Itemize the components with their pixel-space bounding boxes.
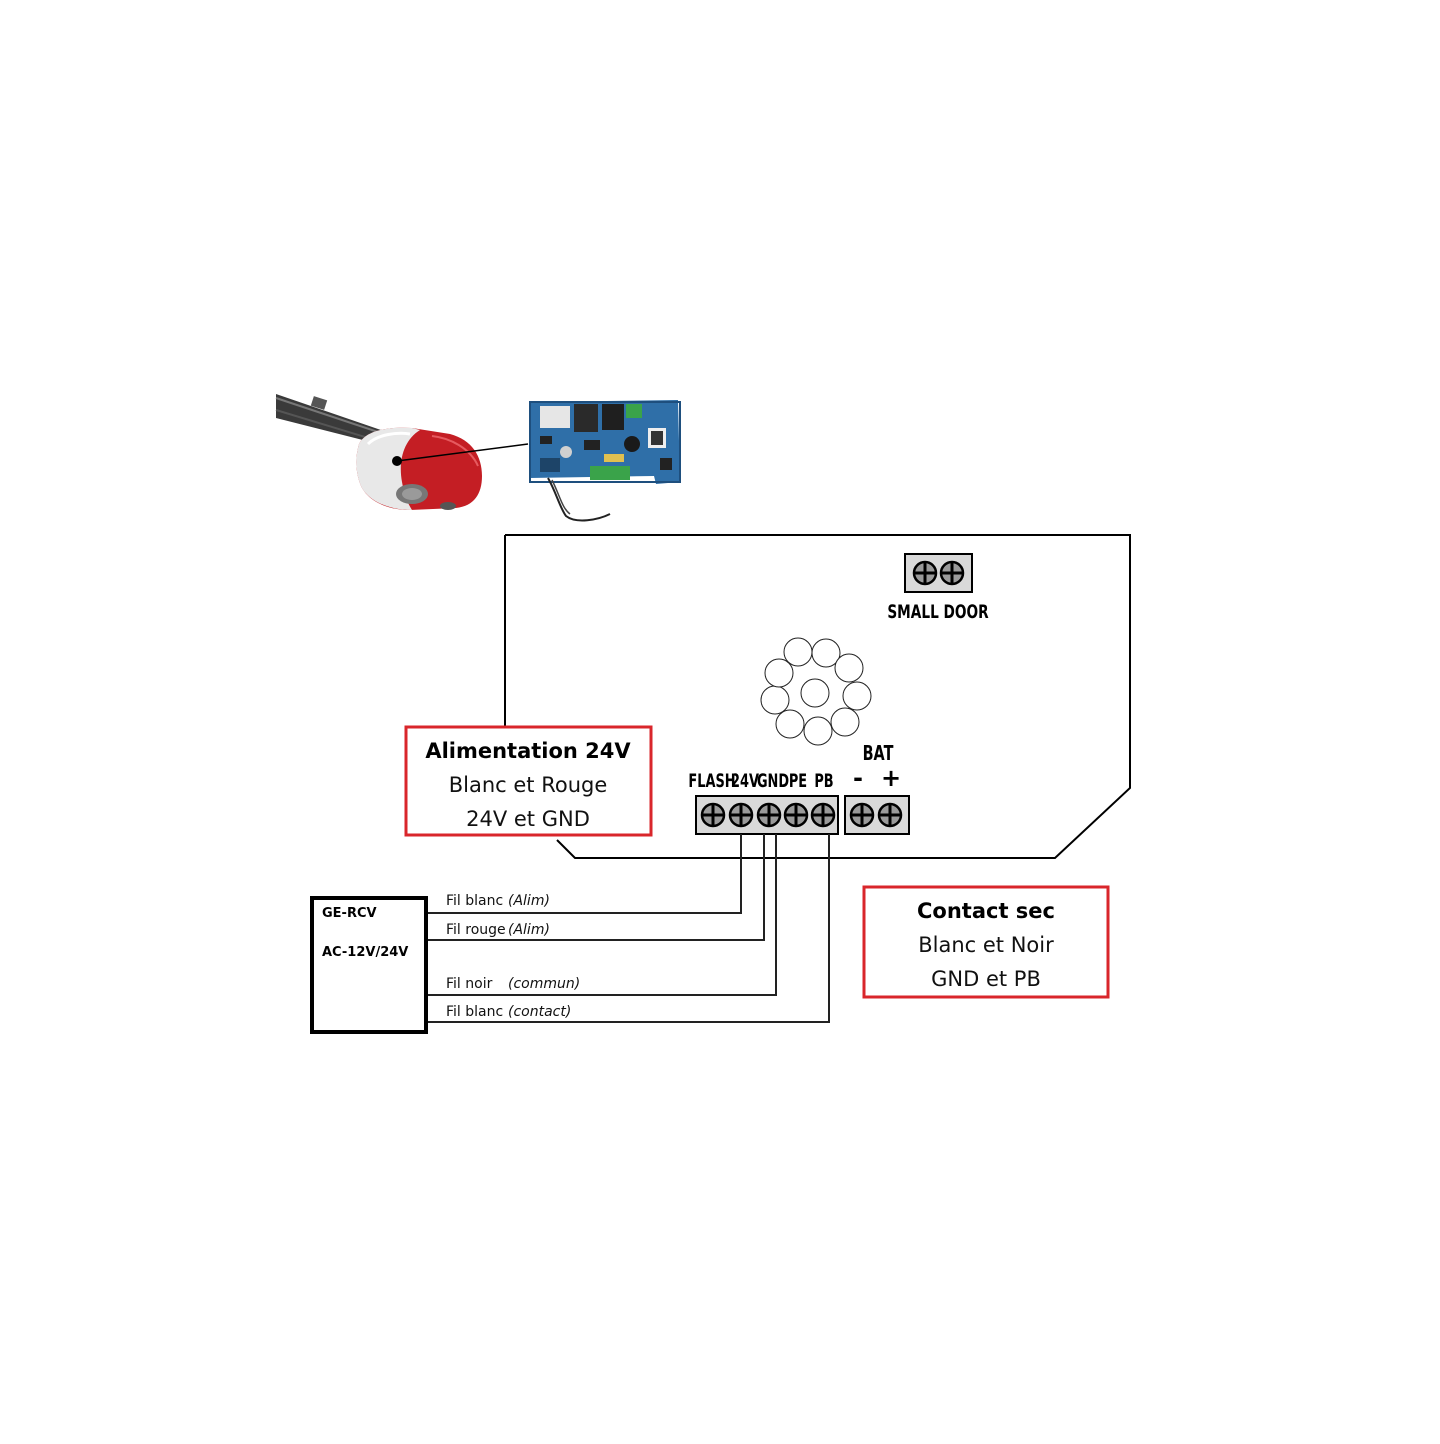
wire-note: (Alim) [508,922,550,938]
terminal-labels: FLASH 24V GND PE PB [688,769,833,791]
screw-icon [877,802,903,828]
screw-icon [912,560,938,586]
terminal-label-pb: PB [814,769,833,791]
wire-label: Fil blanc [446,1004,503,1020]
bat-label: BAT [863,743,894,766]
terminal-label-gnd: GND [757,769,789,791]
wire-note: (contact) [508,1004,571,1020]
small-door-label: SMALL DOOR [887,601,989,623]
contact-callout: Contact sec Blanc et Noir GND et PB [862,885,1110,999]
wire-white-contact [427,834,830,1023]
contact-callout-title: Contact sec [917,899,1055,923]
receiver-box: GE-RCV AC-12V/24V [310,896,428,1034]
power-callout: Alimentation 24V Blanc et Rouge 24V et G… [404,725,653,837]
small-door-terminal [904,553,973,593]
bat-plus-label: + [881,764,901,792]
wire-white-power [427,834,742,914]
bat-minus-label: - [853,764,863,792]
wire-red-power [427,834,765,941]
receiver-pcb-image [529,400,681,522]
receiver-voltage: AC-12V/24V [322,945,408,960]
screw-icon [939,560,965,586]
wire-label: Fil noir [446,976,493,992]
pointer-line [396,443,529,462]
screw-icon [849,802,875,828]
screw-icon [700,802,726,828]
led-ring-icon [760,637,872,746]
terminal-label-pe: PE [789,769,807,791]
wire-black-common [427,834,777,996]
wire-note: (commun) [508,976,580,992]
screw-icon [783,802,809,828]
power-callout-line1: Blanc et Rouge [449,773,608,797]
wires [427,834,830,1023]
contact-callout-line2: GND et PB [931,967,1041,991]
terminal-label-flash: FLASH [688,769,735,791]
wire-label: Fil blanc [446,893,503,909]
garage-opener-image [275,394,482,510]
controller-board-outline [505,534,1131,859]
terminal-label-24v: 24V [731,769,759,791]
wire-note: (Alim) [508,893,550,909]
contact-callout-line1: Blanc et Noir [918,933,1054,957]
screw-icon [810,802,836,828]
power-callout-line2: 24V et GND [466,807,590,831]
power-callout-title: Alimentation 24V [425,739,631,763]
screw-icon [756,802,782,828]
screw-icon [728,802,754,828]
receiver-model: GE-RCV [322,906,377,921]
wire-label: Fil rouge [446,922,506,938]
